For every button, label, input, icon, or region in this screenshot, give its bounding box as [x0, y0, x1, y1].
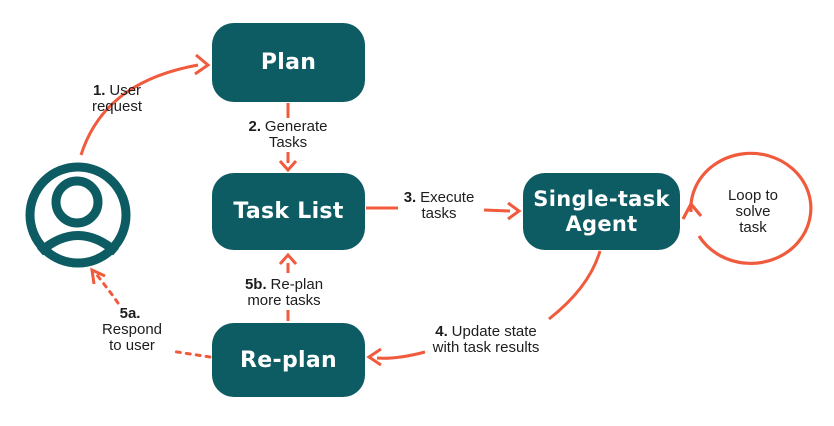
- step-1-number: 1.: [92, 82, 106, 99]
- label-step-2-generate-tasks: 2.Generate Tasks: [248, 118, 328, 151]
- step-3-number: 3.: [403, 189, 417, 206]
- node-single-task-agent: Single-task Agent: [523, 173, 680, 250]
- label-step-1-user-request: 1.User request: [91, 82, 143, 115]
- user-icon: [25, 162, 131, 268]
- step-2-number: 2.: [248, 118, 262, 135]
- label-step-5a-respond-to-user: 5a. Respond to user: [101, 305, 163, 354]
- label-step-5b-replan-more-tasks: 5b.Re-plan more tasks: [244, 276, 324, 309]
- arrow-user-to-plan: [79, 53, 211, 156]
- node-agent-label-line1: Single-task: [533, 186, 670, 211]
- node-replan: Re-plan: [212, 323, 365, 397]
- arrow-replan-to-task-list: [278, 252, 298, 321]
- node-plan: Plan: [212, 23, 365, 102]
- arrow-agent-to-replan: [366, 250, 602, 367]
- step-5b-number: 5b.: [244, 276, 267, 293]
- loop-arrow-icon: [681, 151, 813, 265]
- node-task-list: Task List: [212, 173, 365, 250]
- node-plan-label: Plan: [260, 50, 317, 75]
- step-5a-number: 5a.: [119, 305, 141, 322]
- node-replan-label: Re-plan: [240, 347, 337, 373]
- arrow-replan-to-user-dashed: [90, 267, 212, 359]
- step-4-number: 4.: [435, 323, 448, 340]
- node-agent-label-line2: Agent: [565, 211, 638, 236]
- arrow-plan-to-task-list: [278, 103, 298, 173]
- label-step-4-update-state: 4.Update state with task results: [432, 323, 540, 356]
- label-step-3-execute-tasks: 3.Execute tasks: [403, 189, 475, 222]
- label-loop-to-solve-task: Loop to solve task: [727, 187, 779, 236]
- node-task-list-label: Task List: [233, 199, 344, 224]
- arrow-task-list-to-agent: [366, 201, 522, 221]
